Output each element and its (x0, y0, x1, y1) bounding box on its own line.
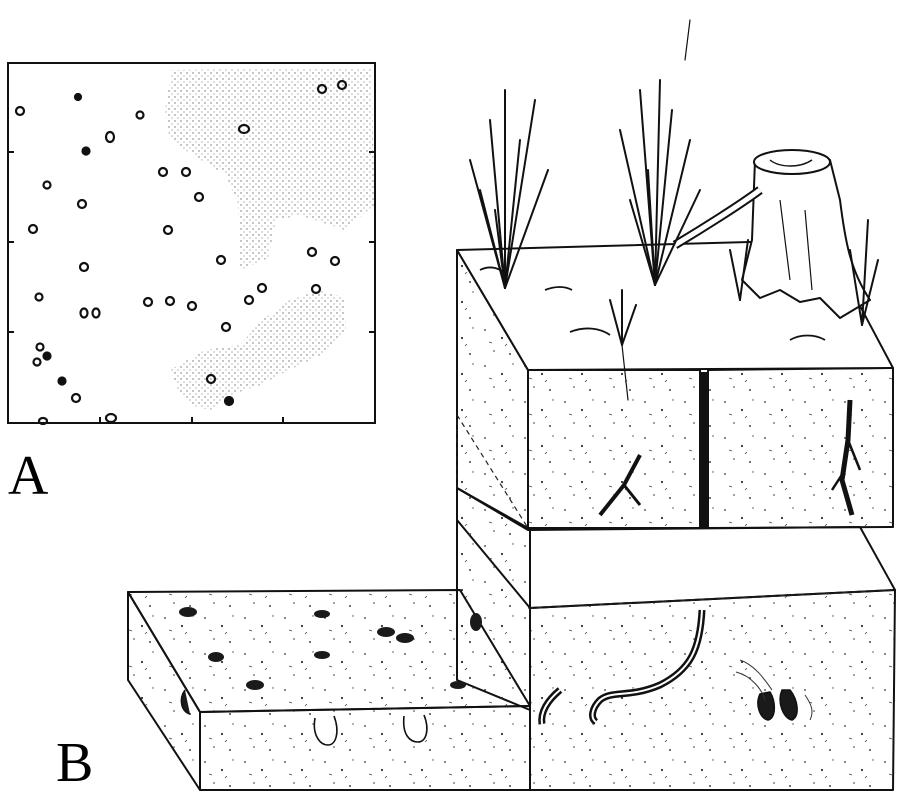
lower-right-slab-front (530, 590, 895, 790)
left-slab (128, 590, 530, 790)
upper-block-front-left (528, 370, 700, 528)
panel-b-label: B (56, 735, 93, 791)
upper-block-front-right (708, 368, 893, 528)
left-slab-front (200, 706, 530, 790)
panel-a-label: A (8, 448, 48, 504)
panel-a-map (8, 63, 375, 424)
